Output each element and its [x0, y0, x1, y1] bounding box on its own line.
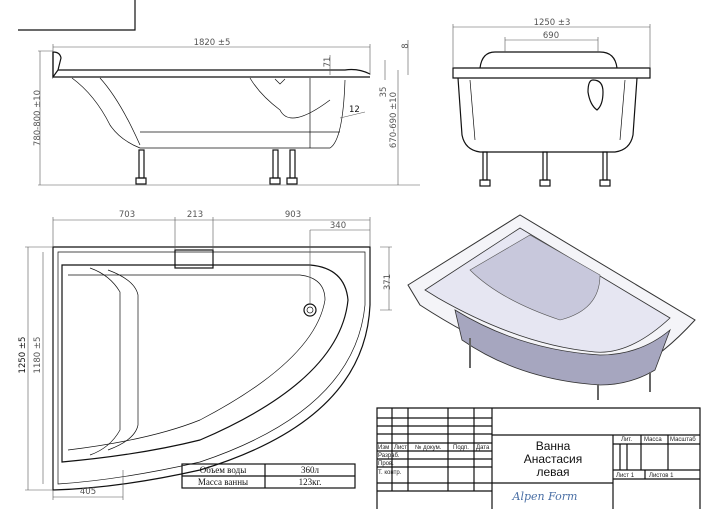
row-label: Пров.	[378, 461, 394, 467]
dim-12: 12	[349, 105, 360, 115]
brand-logo: Alpen Form	[512, 490, 578, 503]
dim-340: 340	[330, 221, 346, 231]
row-label: Т. контр.	[378, 470, 402, 476]
isometric-view	[407, 214, 696, 400]
sheet-label: Лист 1	[616, 473, 635, 479]
dim-8: 8	[401, 43, 411, 48]
dim-plan-inner-width: 1180 ±5	[33, 337, 43, 374]
spec-label: Объем воды	[200, 465, 247, 475]
col-header: № докум.	[415, 444, 442, 451]
frame-corner	[18, 0, 136, 31]
dim-903: 903	[285, 210, 301, 220]
dim-rim-height: 670-690 ±10	[389, 92, 399, 148]
scale-label: Масштаб	[670, 437, 696, 443]
spec-value: 360л	[301, 465, 320, 475]
col-header: Дата	[476, 445, 490, 451]
dim-end-width: 1250 ±3	[534, 18, 571, 28]
dim-371: 371	[383, 274, 393, 290]
col-header: Подп.	[453, 445, 469, 451]
end-view: 1250 ±3 690	[452, 18, 651, 187]
dim-405: 405	[80, 487, 96, 497]
col-header: Изм	[378, 445, 389, 451]
lit-label: Лит.	[621, 437, 632, 443]
mass-label: Масса	[644, 437, 662, 443]
side-view: 1820 ±5 780-800 ±10 670-690 ±10 8 35 71 …	[33, 38, 420, 186]
spec-label: Масса ванны	[198, 477, 248, 487]
sheets-label: Листов 1	[649, 473, 674, 479]
title-line: Ванна	[536, 439, 571, 453]
dim-703: 703	[119, 210, 135, 220]
spec-table: Объем воды 360л Масса ванны 123кг.	[181, 463, 356, 489]
title-block: Изм Лист № докум. Подп. Дата Разраб. Про…	[376, 407, 701, 509]
dim-end-inner: 690	[543, 31, 559, 41]
dim-35: 35	[379, 87, 389, 98]
dim-plan-width: 1250 ±5	[18, 337, 28, 374]
dim-71: 71	[323, 57, 333, 68]
spec-value: 123кг.	[299, 477, 322, 487]
dim-length: 1820 ±5	[194, 38, 231, 48]
title-line: левая	[536, 465, 569, 479]
dim-213: 213	[187, 210, 203, 220]
col-header: Лист	[394, 445, 407, 451]
row-label: Разраб.	[378, 453, 400, 459]
dim-height: 780-800 ±10	[33, 90, 43, 146]
plan-view: 703 213 903 340 371 1250 ±5 1180 ±5 405	[18, 210, 393, 500]
title-line: Анастасия	[524, 452, 583, 466]
